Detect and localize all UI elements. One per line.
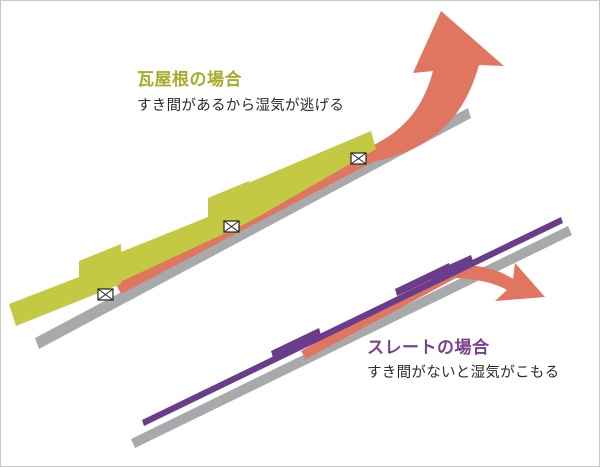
slate-sheet-overlap-3 [431, 255, 473, 279]
tile-roof-board [35, 108, 471, 349]
slate-sheet-overlap-1 [271, 328, 321, 358]
slate-sheet-lower [142, 217, 563, 426]
slate-roof-board [131, 226, 572, 448]
tile-course-lower [9, 244, 121, 326]
slate-roof-group [131, 217, 572, 448]
tile-roof-title: 瓦屋根の場合 [137, 70, 242, 90]
tile-roof-caption: すき間があるから湿気が逃げる [137, 98, 345, 114]
tile-course-upper [241, 131, 376, 222]
tile-course-middle [111, 181, 249, 284]
slate-roof-title: スレートの場合 [367, 338, 490, 358]
tile-roof-group [9, 11, 504, 349]
batten-2 [223, 220, 240, 233]
batten-1 [97, 288, 114, 301]
batten-3 [350, 152, 367, 165]
slate-roof-caption: すき間がないと湿気がこもる [367, 365, 560, 381]
